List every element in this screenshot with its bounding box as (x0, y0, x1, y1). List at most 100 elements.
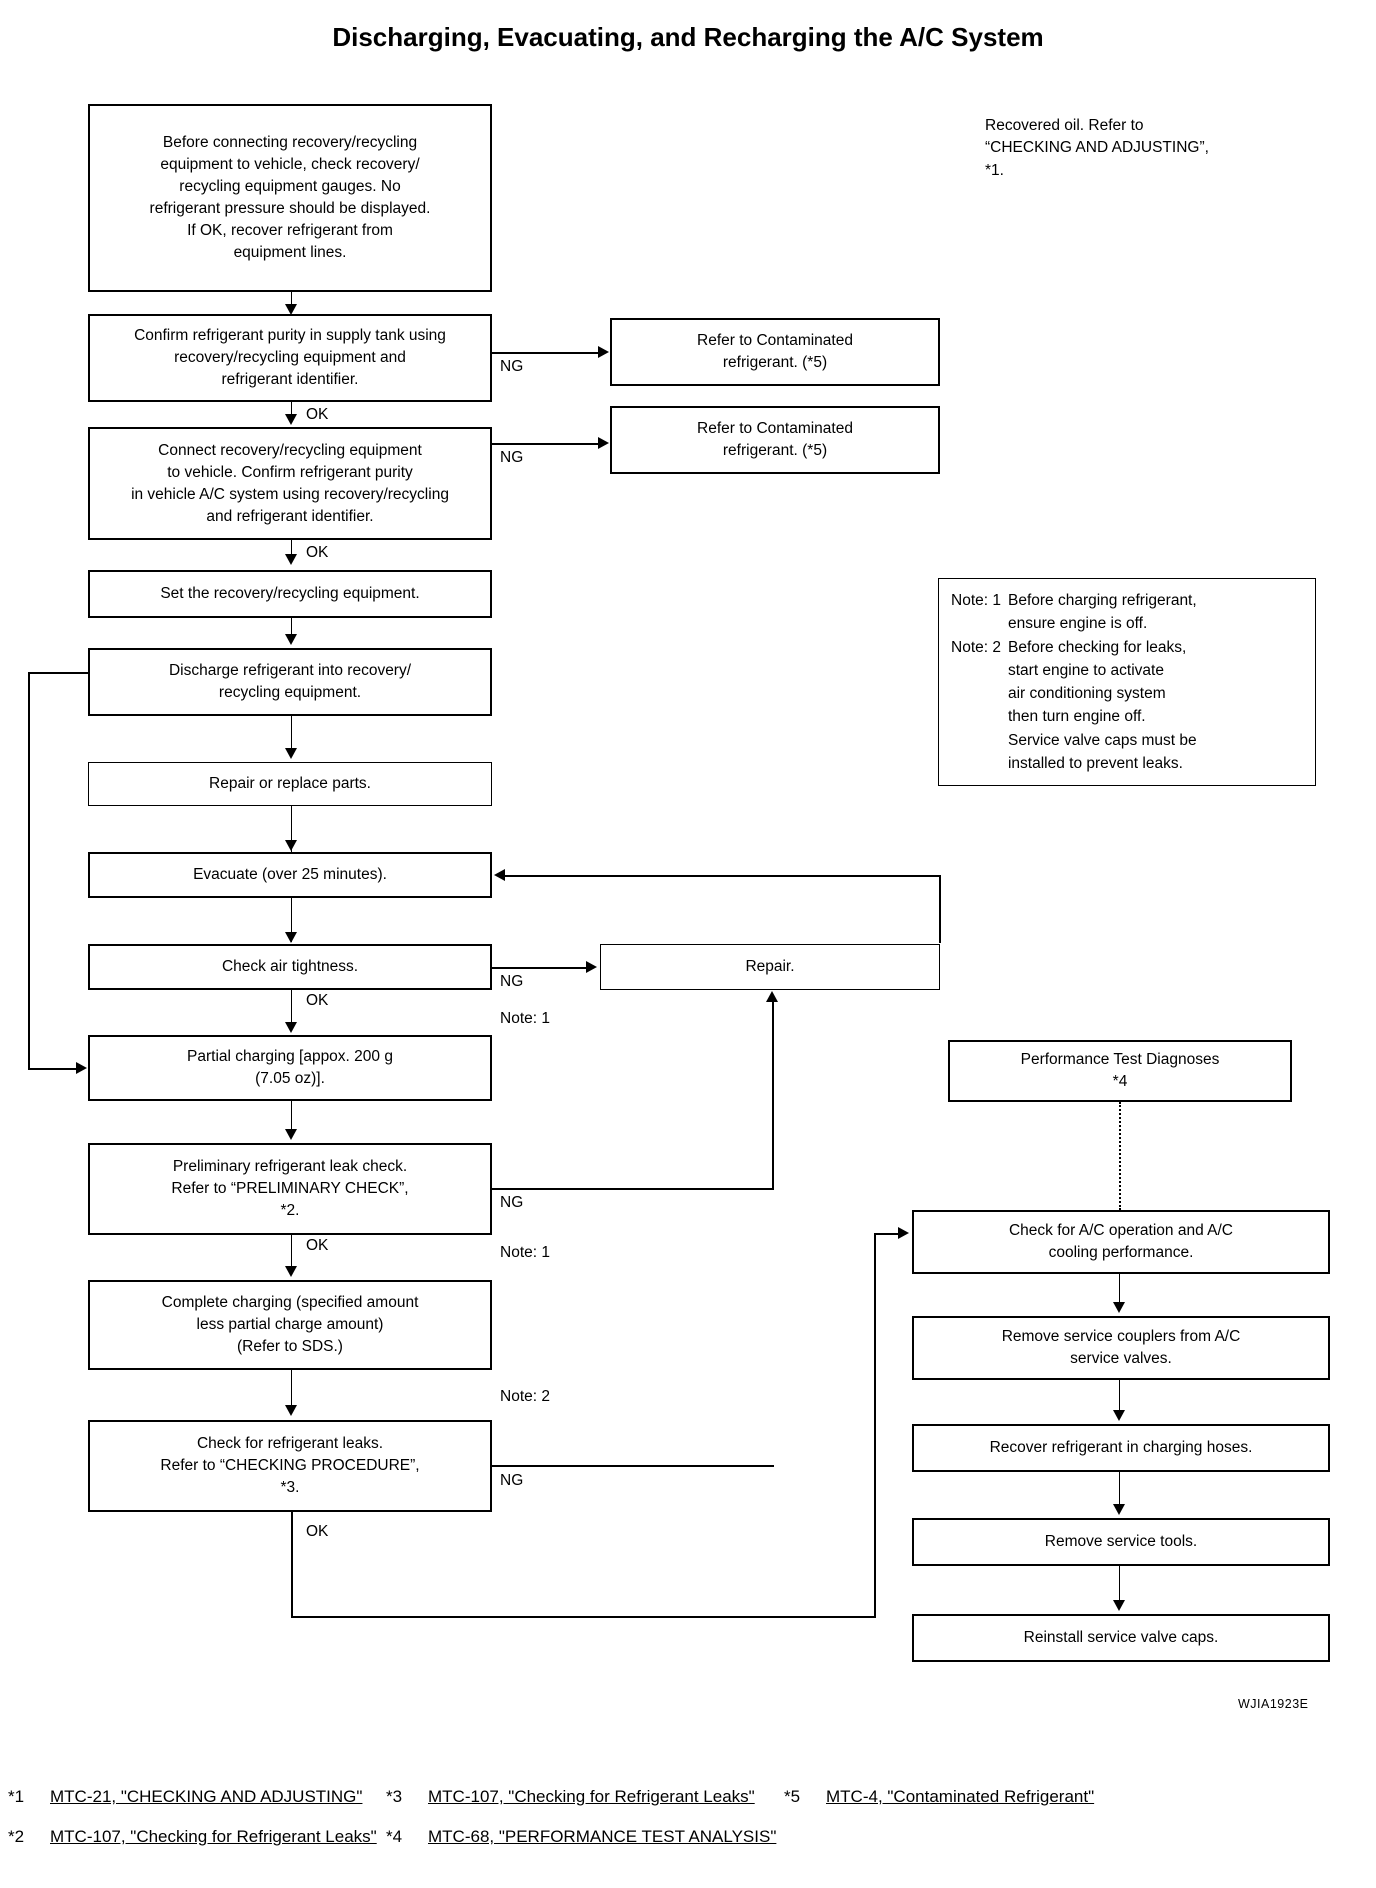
box-performance-test-diagnoses: Performance Test Diagnoses *4 (948, 1040, 1292, 1102)
arrowhead-down-remove-tools (1112, 1504, 1125, 1515)
connector-evacuate-to-tightness (291, 898, 292, 942)
arrowhead-right-contaminated-1 (598, 346, 609, 358)
connector-discharge-to-repair-replace (291, 716, 292, 756)
arrowhead-left-evacuate-return (494, 869, 505, 881)
box-confirm-supply-tank-text: Confirm refrigerant purity in supply tan… (134, 327, 446, 388)
arrowhead-up-repair-from-preliminary (765, 991, 778, 1002)
connector-ac-op-to-remove-couplers (1119, 1274, 1120, 1310)
note-key: Note: 1 (951, 592, 1001, 609)
edge-ok-preliminary (291, 1235, 292, 1273)
footnote-mark-2: *2 (8, 1827, 25, 1847)
arrowhead-down-confirm (284, 304, 297, 315)
box-complete-charging-text: Complete charging (specified amount less… (161, 1294, 419, 1355)
box-repair-text: Repair. (745, 958, 795, 975)
arrowhead-down-remove-couplers (1112, 1302, 1125, 1313)
label-ok-leaks: OK (306, 1523, 329, 1540)
box-check-air-tightness-text: Check air tightness. (221, 958, 359, 975)
box-remove-service-couplers-text: Remove service couplers from A/C service… (1001, 1328, 1241, 1367)
note-body: Before checking for leaks, start engine … (1007, 638, 1197, 772)
label-note-1-a: Note: 1 (500, 1010, 550, 1027)
footnote-link-3[interactable]: MTC-107, "Checking for Refrigerant Leaks… (428, 1787, 755, 1806)
box-repair: Repair. (600, 944, 940, 990)
label-ng-preliminary: NG (500, 1194, 524, 1211)
box-repair-or-replace-parts: Repair or replace parts. (88, 762, 492, 806)
label-ok-tightness: OK (306, 992, 329, 1009)
box-evacuate-text: Evacuate (over 25 minutes). (193, 866, 387, 883)
arrowhead-right-repair (586, 961, 597, 973)
edge-discharge-left-stub (28, 672, 90, 674)
connector-before-to-confirm (291, 292, 292, 308)
footnote-link-1[interactable]: MTC-21, "CHECKING AND ADJUSTING" (50, 1787, 363, 1806)
footnote-link-5[interactable]: MTC-4, "Contaminated Refrigerant" (826, 1787, 1095, 1806)
box-set-equipment-text: Set the recovery/recycling equipment. (160, 585, 420, 602)
label-ng-leaks: NG (500, 1472, 524, 1489)
connector-repair-to-evacuate (291, 806, 292, 854)
footnote-mark-3: *3 (386, 1787, 403, 1806)
connector-tools-to-reinstall-caps (1119, 1566, 1120, 1608)
box-complete-charging: Complete charging (specified amount less… (88, 1280, 492, 1370)
footnotes: *1 MTC-21, "CHECKING AND ADJUSTING" *3 M… (8, 1786, 1368, 1848)
label-ok-2: OK (306, 544, 329, 561)
box-repair-or-replace-parts-text: Repair or replace parts. (209, 775, 371, 792)
arrowhead-down-check-leaks (284, 1405, 297, 1416)
box-check-for-refrigerant-leaks: Check for refrigerant leaks. Refer to “C… (88, 1420, 492, 1512)
box-connect-to-vehicle: Connect recovery/recycling equipment to … (88, 427, 492, 540)
edge-ok-leaks-right (291, 1616, 876, 1618)
box-remove-service-tools: Remove service tools. (912, 1518, 1330, 1566)
footnote-mark-5: *5 (784, 1787, 801, 1806)
footnote-link-4[interactable]: MTC-68, "PERFORMANCE TEST ANALYSIS" (428, 1827, 777, 1847)
arrowhead-down-reinstall-caps (1112, 1600, 1125, 1611)
label-ok-1: OK (306, 406, 329, 423)
edge-repair-to-evacuate (505, 875, 941, 877)
box-preliminary-leak-check: Preliminary refrigerant leak check. Refe… (88, 1143, 492, 1235)
arrowhead-down-set-equipment (284, 554, 297, 565)
box-performance-test-diagnoses-text: Performance Test Diagnoses *4 (1020, 1051, 1220, 1090)
box-check-ac-operation: Check for A/C operation and A/C cooling … (912, 1210, 1330, 1274)
box-confirm-supply-tank: Confirm refrigerant purity in supply tan… (88, 314, 492, 402)
connector-hoses-to-remove-tools (1119, 1472, 1120, 1512)
box-discharge-refrigerant-text: Discharge refrigerant into recovery/ rec… (168, 662, 412, 701)
box-remove-service-couplers: Remove service couplers from A/C service… (912, 1316, 1330, 1380)
edge-ok-2 (291, 540, 292, 560)
box-contaminated-refrigerant-1: Refer to Contaminated refrigerant. (*5) (610, 318, 940, 386)
edge-ng-2 (492, 443, 602, 445)
footnote-mark-4: *4 (386, 1827, 403, 1847)
edge-ok-1 (291, 402, 292, 420)
arrowhead-right-contaminated-2 (598, 437, 609, 449)
recovered-oil-note: Recovered oil. Refer to “CHECKING AND AD… (985, 117, 1209, 179)
label-ok-preliminary: OK (306, 1237, 329, 1254)
notes-panel: Note: 1 Before charging refrigerant, ens… (938, 578, 1316, 786)
note-row: Note: 1 Before charging refrigerant, ens… (951, 589, 1303, 636)
label-note-1-b: Note: 1 (500, 1244, 550, 1261)
box-contaminated-refrigerant-1-text: Refer to Contaminated refrigerant. (*5) (697, 332, 853, 371)
connector-partial-to-preliminary (291, 1101, 292, 1137)
note-row: Note: 2 Before checking for leaks, start… (951, 636, 1303, 776)
box-contaminated-refrigerant-2-text: Refer to Contaminated refrigerant. (*5) (697, 420, 853, 459)
arrowhead-down-partial-charging (284, 1022, 297, 1033)
edge-ok-leaks-up (874, 1233, 876, 1618)
edge-ng-1 (492, 352, 602, 354)
box-check-ac-operation-text: Check for A/C operation and A/C cooling … (1008, 1222, 1234, 1261)
label-ng-tightness: NG (500, 973, 524, 990)
edge-repair-down-right (939, 875, 941, 943)
edge-ok-leaks-down (291, 1512, 293, 1618)
edge-ng-tightness (492, 967, 590, 969)
arrowhead-down-repair-replace (284, 748, 297, 759)
arrowhead-right-partial-charging (76, 1062, 87, 1074)
edge-ng-preliminary-up (772, 1002, 774, 1190)
note-body: Before charging refrigerant, ensure engi… (1007, 592, 1197, 633)
box-remove-service-tools-text: Remove service tools. (1044, 1533, 1198, 1550)
arrowhead-down-discharge (284, 634, 297, 645)
box-discharge-refrigerant: Discharge refrigerant into recovery/ rec… (88, 648, 492, 716)
note-key: Note: 2 (951, 638, 1001, 656)
box-evacuate: Evacuate (over 25 minutes). (88, 852, 492, 898)
label-note-2: Note: 2 (500, 1388, 550, 1405)
footnote-link-2[interactable]: MTC-107, "Checking for Refrigerant Leaks… (50, 1827, 377, 1847)
box-recover-refrigerant-hoses-text: Recover refrigerant in charging hoses. (989, 1439, 1253, 1456)
box-check-air-tightness: Check air tightness. (88, 944, 492, 990)
box-recover-refrigerant-hoses: Recover refrigerant in charging hoses. (912, 1424, 1330, 1472)
label-ng-1: NG (500, 358, 524, 375)
edge-ok-tightness (291, 990, 292, 1028)
label-ng-2: NG (500, 449, 524, 466)
